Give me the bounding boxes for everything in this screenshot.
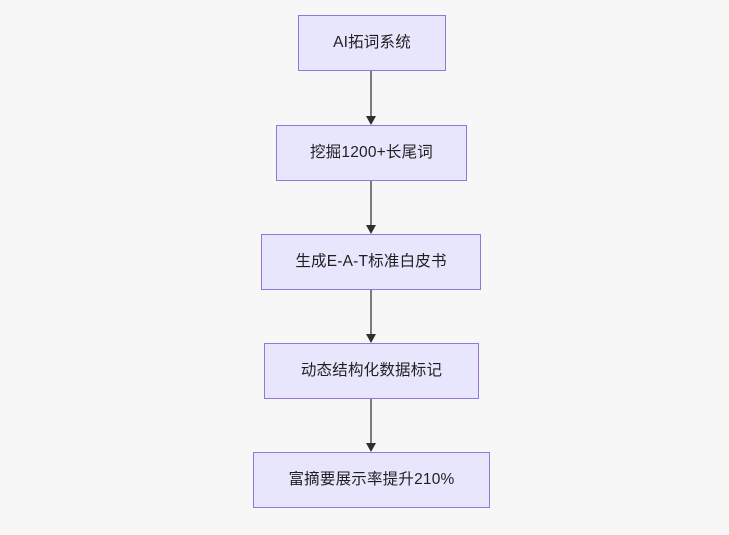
node-label: 动态结构化数据标记 <box>300 362 443 380</box>
flowchart-node-dynamic-structured-data-markup[interactable]: 动态结构化数据标记 <box>264 343 479 399</box>
node-label: 生成E-A-T标准白皮书 <box>295 253 447 271</box>
arrow-line <box>370 71 372 117</box>
arrow-line <box>370 399 372 444</box>
flowchart-node-ai-keyword-system[interactable]: AI拓词系统 <box>298 15 446 71</box>
flowchart-node-generate-eat-whitepaper[interactable]: 生成E-A-T标准白皮书 <box>261 234 481 290</box>
arrow-line <box>370 181 372 226</box>
flowchart-arrow-3 <box>365 290 377 343</box>
flowchart-arrow-2 <box>365 181 377 234</box>
flowchart-arrow-1 <box>365 71 377 125</box>
arrowhead-down-icon <box>366 225 376 234</box>
flowchart-node-rich-snippet-impression-lift[interactable]: 富摘要展示率提升210% <box>253 452 490 508</box>
flowchart-node-mine-longtail-keywords[interactable]: 挖掘1200+长尾词 <box>276 125 467 181</box>
arrowhead-down-icon <box>366 116 376 125</box>
arrowhead-down-icon <box>366 334 376 343</box>
node-label: 挖掘1200+长尾词 <box>309 144 434 162</box>
flowchart-arrow-4 <box>365 399 377 452</box>
arrowhead-down-icon <box>366 443 376 452</box>
arrow-line <box>370 290 372 335</box>
node-label: AI拓词系统 <box>333 34 411 52</box>
node-label: 富摘要展示率提升210% <box>288 471 455 489</box>
